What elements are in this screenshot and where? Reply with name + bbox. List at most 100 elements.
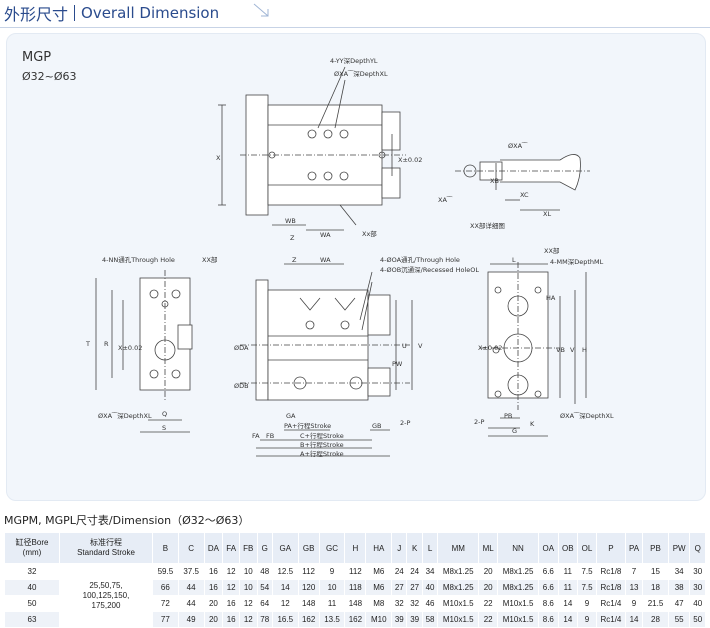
cell-ha: M6 (365, 563, 393, 580)
label-xa: ØXA⁀ (508, 141, 528, 150)
cell-ha: M8 (365, 595, 393, 612)
label-mm: 4-MM深DepthML (550, 257, 604, 266)
header-col-pa: PA (624, 532, 644, 564)
header-col-ga: GA (271, 532, 299, 564)
cell-h: 112 (344, 563, 367, 580)
cell-c: 37.5 (177, 563, 205, 580)
cell-g: 78 (256, 611, 273, 628)
label-t: T (85, 340, 90, 348)
label-u: U (402, 342, 407, 350)
label-fb: FB (266, 432, 274, 440)
cell-oa: 6.6 (538, 563, 559, 580)
header-col-ob: OB (557, 532, 579, 564)
header-rule (0, 27, 710, 28)
label-v: V (418, 342, 423, 350)
cell-h: 118 (344, 579, 367, 596)
header-col-p: P (595, 532, 626, 564)
header-col-oa: OA (538, 532, 559, 564)
cell-nn: M8x1.25 (497, 563, 540, 580)
cell-ml: 20 (478, 563, 499, 580)
cell-l: 58 (421, 611, 439, 628)
label-l: L (512, 256, 516, 264)
cell-ha: M10 (365, 611, 393, 628)
label-xa-bottom: ØXA⁀深DepthXL (98, 411, 152, 420)
label-pw: PW (392, 360, 403, 368)
label-xl: XL (543, 210, 551, 218)
cell-ha: M6 (365, 579, 393, 596)
header-col-da: DA (203, 532, 224, 564)
label-x: X (216, 154, 221, 162)
label-r: R (104, 340, 109, 348)
cell-gc: 10 (318, 579, 346, 596)
label-x002-left: X±0.02 (118, 344, 142, 352)
label-x002-right: X±0.02 (478, 344, 502, 352)
label-2p-right: 2-P (474, 418, 484, 426)
cell-pw: 55 (667, 611, 691, 628)
cell-pb: 15 (642, 563, 669, 580)
left-end-view (95, 270, 193, 433)
model-name: MGP (22, 50, 52, 65)
header-col-l: L (421, 532, 439, 564)
label-gb: GB (372, 422, 382, 430)
cell-gc: 9 (318, 563, 346, 580)
label-wa-side: WA (320, 256, 331, 264)
cell-j: 32 (391, 595, 408, 612)
cell-ga: 14 (271, 579, 299, 596)
header-col-j: J (391, 532, 408, 564)
cell-ol: 9 (577, 611, 597, 628)
cell-pw: 38 (667, 579, 691, 596)
label-xx-detail: XX部详细图 (470, 221, 505, 230)
cell-ob: 14 (557, 595, 579, 612)
cell-nn: M10x1.5 (497, 611, 540, 628)
header-stroke-zh: 标准行程 (90, 538, 122, 547)
label-ha: HA (546, 294, 556, 302)
cell-mm: M10x1.5 (437, 595, 480, 612)
cell-c: 44 (177, 595, 205, 612)
cell-k: 32 (406, 595, 423, 612)
cell-oa: 8.6 (538, 611, 559, 628)
cell-gb: 162 (297, 611, 320, 628)
cell-nn: M8x1.25 (497, 579, 540, 596)
header-col-gc: GC (318, 532, 346, 564)
cell-oa: 8.6 (538, 595, 559, 612)
cell-ob: 11 (557, 563, 579, 580)
cell-j: 27 (391, 579, 408, 596)
label-ga: GA (286, 412, 296, 420)
label-h: H (582, 346, 587, 354)
cell-gb: 148 (297, 595, 320, 612)
dimension-drawing: 4-YY深DepthYL ØXA⁀深DepthXL X X±0.02 WB Z … (85, 56, 614, 458)
label-g: G (512, 427, 517, 435)
cell-mm: M10x1.5 (437, 611, 480, 628)
label-xa-small: XA⁀ (438, 195, 453, 204)
cell-bore: 63 (4, 611, 60, 628)
label-z-side: Z (292, 256, 297, 264)
cell-k: 24 (406, 563, 423, 580)
right-end-view (480, 262, 587, 437)
table-title: MGPM, MGPL尺寸表/Dimension（Ø32～Ø63） (4, 514, 250, 527)
cell-fb: 10 (239, 579, 258, 596)
stroke-line: 25,50,75, (89, 580, 123, 590)
diagonal-arrow-icon (253, 3, 269, 17)
header-col-q: Q (689, 532, 706, 564)
title-divider (74, 5, 76, 21)
cell-da: 16 (203, 563, 224, 580)
label-vb: VB (556, 346, 565, 354)
title-en: Overall Dimension (81, 4, 220, 22)
label-xa-depth: ØXA⁀深DepthXL (334, 69, 388, 78)
cell-ml: 22 (478, 595, 499, 612)
cell-l: 34 (421, 563, 439, 580)
cell-pa: 13 (624, 579, 644, 596)
cell-fa: 12 (222, 579, 241, 596)
label-fa: FA (252, 432, 260, 440)
label-x002: X±0.02 (398, 156, 422, 164)
label-s: S (162, 424, 166, 432)
label-c: C+行程Stroke (300, 431, 344, 440)
cell-p: Rc1/4 (595, 611, 626, 628)
header-col-pw: PW (667, 532, 691, 564)
cell-pw: 34 (667, 563, 691, 580)
cell-da: 20 (203, 595, 224, 612)
cell-gc: 11 (318, 595, 346, 612)
cell-ga: 16.5 (271, 611, 299, 628)
